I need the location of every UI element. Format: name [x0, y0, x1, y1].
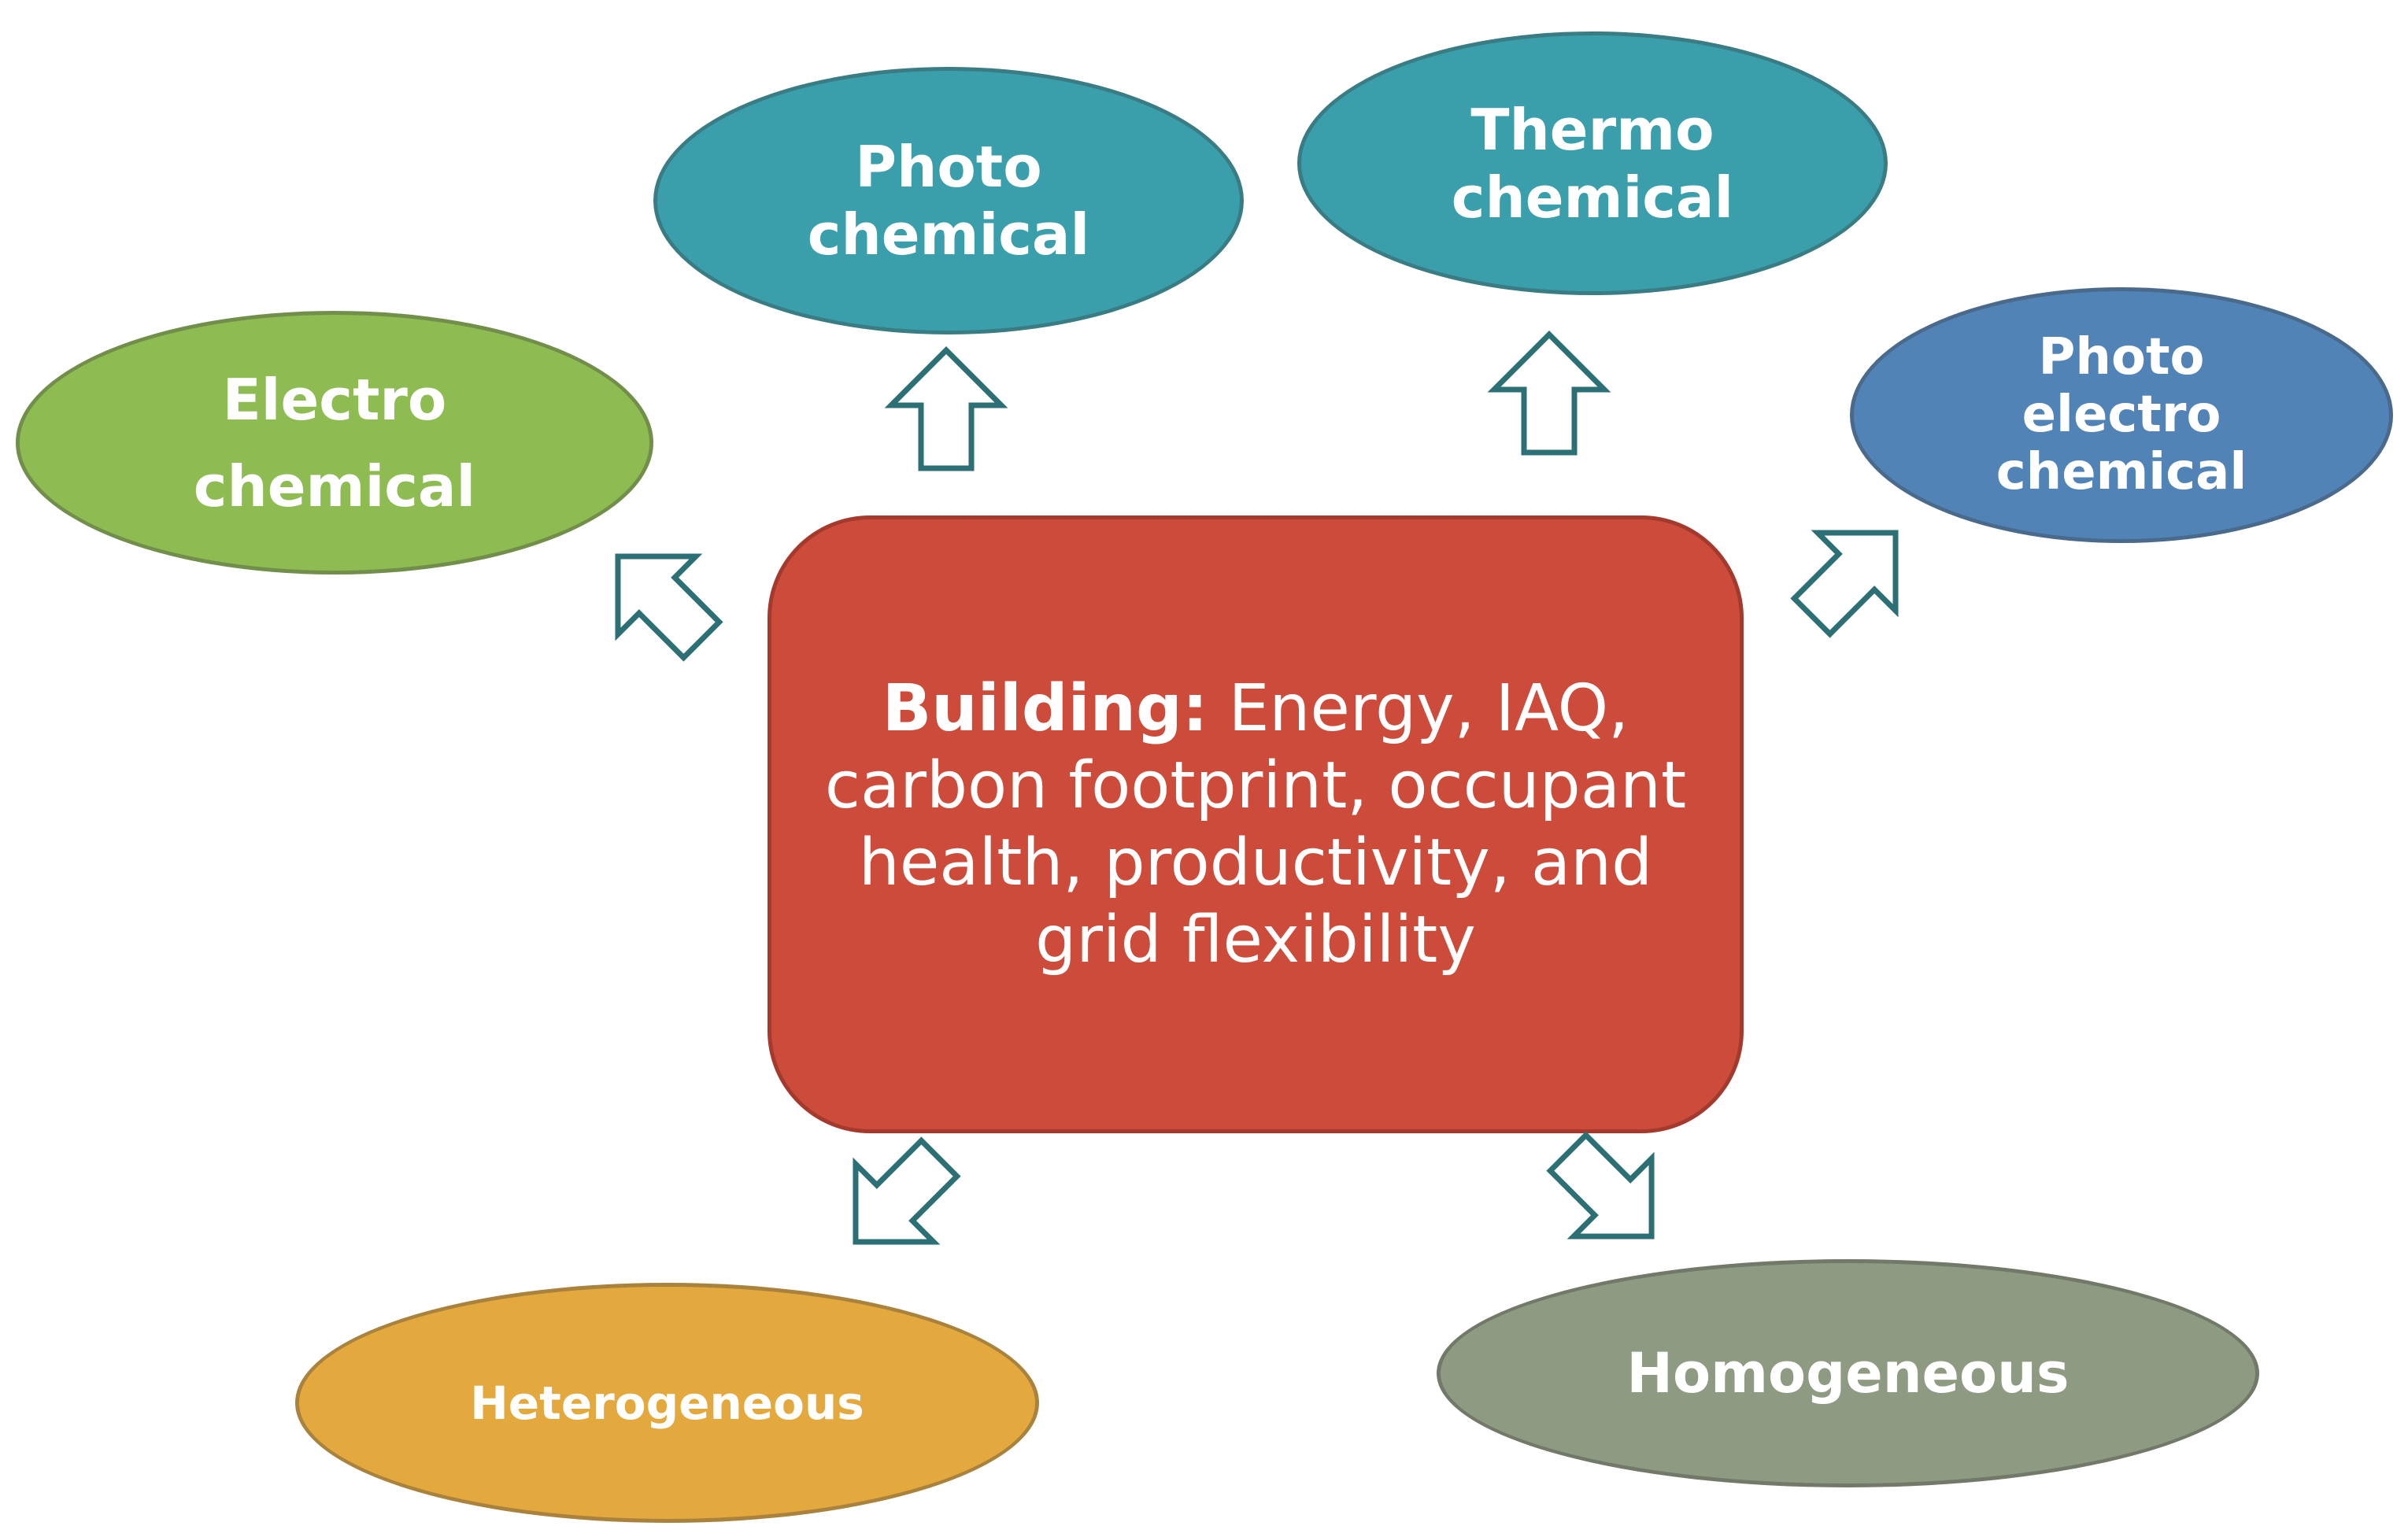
arrow-to-electro-chemical-icon	[615, 553, 723, 662]
center-text: Building: Energy, IAQ, carbon footprint,…	[819, 671, 1692, 979]
building-center-box: Building: Energy, IAQ, carbon footprint,…	[768, 515, 1744, 1133]
photo-electro-chemical-label: Photo electro chemical	[1996, 328, 2247, 501]
arrow-to-homogeneous-icon	[1546, 1131, 1655, 1240]
arrow-to-photo-chemical-icon	[884, 346, 1008, 471]
photo-chemical-label: Photo chemical	[807, 134, 1090, 268]
thermo-chemical-label: Thermo chemical	[1451, 96, 1734, 231]
electro-chemical-label: Electro chemical	[193, 366, 476, 519]
arrow-to-thermo-chemical-icon	[1487, 331, 1611, 456]
arrow-to-photo-electro-icon	[1790, 530, 1899, 638]
photo-chemical-node: Photo chemical	[653, 67, 1244, 334]
electro-chemical-node: Electro chemical	[16, 311, 653, 575]
photo-electro-chemical-node: Photo electro chemical	[1850, 287, 2393, 543]
center-description: Energy, IAQ, carbon footprint, occupant …	[824, 671, 1687, 977]
homogeneous-node: Homogeneous	[1437, 1259, 2259, 1487]
homogeneous-label: Homogeneous	[1626, 1341, 2070, 1406]
heterogeneous-node: Heterogeneous	[295, 1283, 1039, 1523]
center-label: Building:	[882, 671, 1208, 746]
arrow-to-heterogeneous-icon	[853, 1136, 961, 1245]
thermo-chemical-node: Thermo chemical	[1297, 31, 1888, 295]
heterogeneous-label: Heterogeneous	[470, 1376, 864, 1430]
